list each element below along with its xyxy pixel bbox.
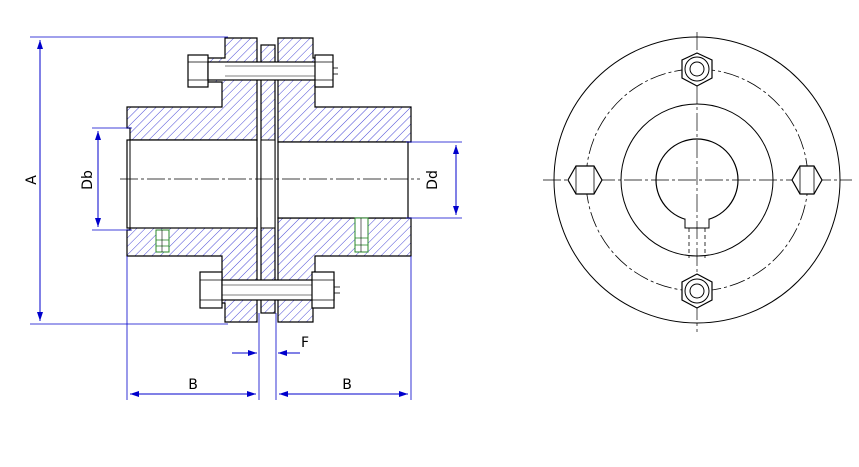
bolt-head-right (791, 165, 823, 195)
label-B-right: B (342, 377, 352, 393)
top-bolt (187, 54, 338, 88)
setscrew-hidden-lines (688, 228, 706, 258)
set-screw-right (354, 217, 369, 253)
label-Dd: Dd (425, 170, 441, 190)
dimension-B-right: B (279, 377, 408, 397)
dimension-A: A (24, 36, 228, 325)
dimension-Db: Db (80, 127, 132, 231)
dimension-F: F (232, 335, 309, 356)
dimension-B-left: B (130, 377, 256, 397)
label-B-left: B (188, 377, 198, 393)
dimension-Dd: Dd (406, 141, 462, 219)
end-view (543, 32, 852, 332)
bolt-head-top (681, 52, 713, 87)
bolt-head-bottom (681, 273, 713, 309)
label-Db: Db (80, 170, 96, 190)
section-view: A Db Dd F (24, 36, 462, 400)
set-screw-left (155, 229, 170, 253)
label-A: A (24, 175, 40, 185)
bolt-head-left (567, 165, 603, 195)
extension-lines (126, 256, 412, 400)
bottom-bolt (199, 271, 340, 309)
label-F: F (301, 335, 309, 351)
